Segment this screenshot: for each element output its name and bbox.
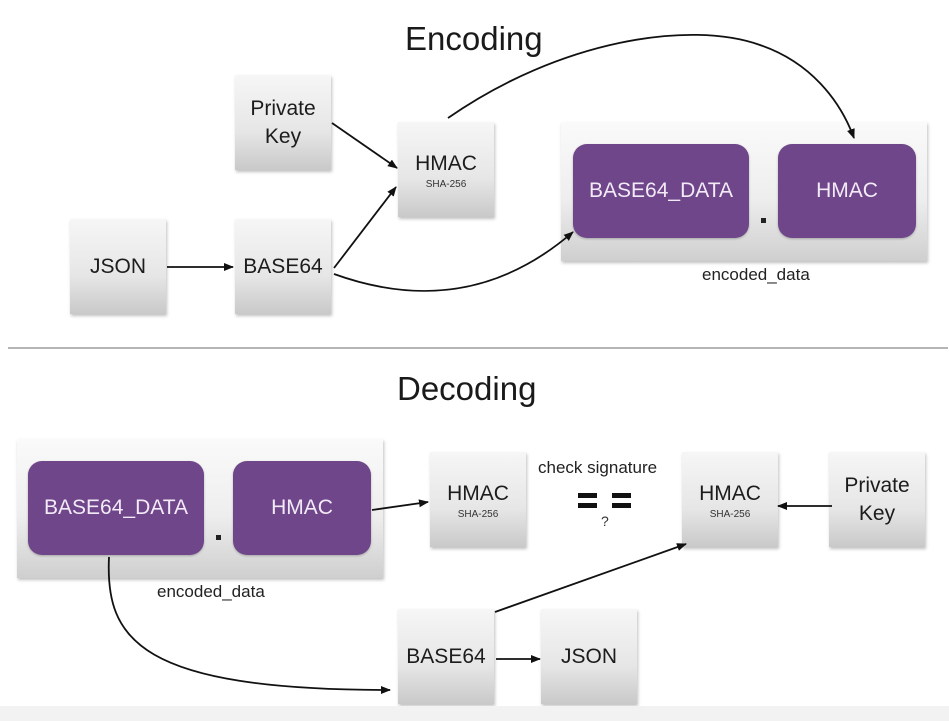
arrow-base64-to-computed-hmac [494, 543, 687, 613]
hmac-received-label: HMAC [447, 481, 509, 505]
decoding-base64-data-block: BASE64_DATA [28, 461, 204, 555]
hmac-received-algorithm-label: SHA-256 [457, 508, 499, 520]
section-divider [8, 347, 948, 349]
decoding-hmac-received-box: HMAC SHA-256 [430, 452, 526, 547]
decoding-base64-box: BASE64 [398, 609, 494, 704]
encoding-private-key-box: Private Key [235, 75, 331, 170]
arrow-base64-data-to-base64 [107, 556, 391, 694]
arrow-hmac-to-encoded-hmac [447, 33, 855, 139]
arrow-encoded-hmac-to-hmac [371, 499, 429, 511]
encoding-title: Encoding [405, 20, 543, 57]
private-key-label: Private Key [250, 96, 316, 148]
decoding-private-key-label: Private Key [844, 473, 910, 525]
decoding-json-box: JSON [541, 609, 637, 704]
check-signature-label: check signature [538, 458, 658, 477]
encoding-base64-box: BASE64 [235, 219, 331, 314]
decoding-separator-dot [216, 535, 221, 540]
decoding-json-label: JSON [560, 644, 617, 668]
decoding-base64-label: BASE64 [406, 644, 486, 668]
arrow-base64-to-hmac [333, 186, 397, 269]
encoding-separator-dot [761, 218, 766, 223]
decoding-private-key-box: Private Key [829, 452, 925, 547]
encoding-base64-data-block: BASE64_DATA [573, 144, 749, 238]
arrow-base64-to-encoded-data [333, 231, 574, 292]
hmac-computed-label: HMAC [699, 481, 761, 505]
hmac-algorithm-label: SHA-256 [425, 178, 467, 190]
encoding-hmac-box: HMAC SHA-256 [398, 122, 494, 217]
bottom-band [0, 706, 949, 721]
arrow-private-key-to-hmac [331, 122, 398, 169]
encoding-encoded-data-label: encoded_data [702, 265, 810, 284]
decoding-encoded-data-label: encoded_data [157, 582, 265, 601]
question-mark-label: ? [601, 513, 609, 529]
encoding-json-box: JSON [70, 219, 166, 314]
json-label: JSON [89, 254, 146, 278]
hmac-computed-algorithm-label: SHA-256 [709, 508, 751, 520]
decoding-title: Decoding [397, 370, 537, 407]
base64-label: BASE64 [243, 254, 323, 278]
decoding-hmac-computed-box: HMAC SHA-256 [682, 452, 778, 547]
decoding-hmac-block: HMAC [233, 461, 371, 555]
hmac-label: HMAC [415, 151, 477, 175]
encoding-hmac-block: HMAC [778, 144, 916, 238]
